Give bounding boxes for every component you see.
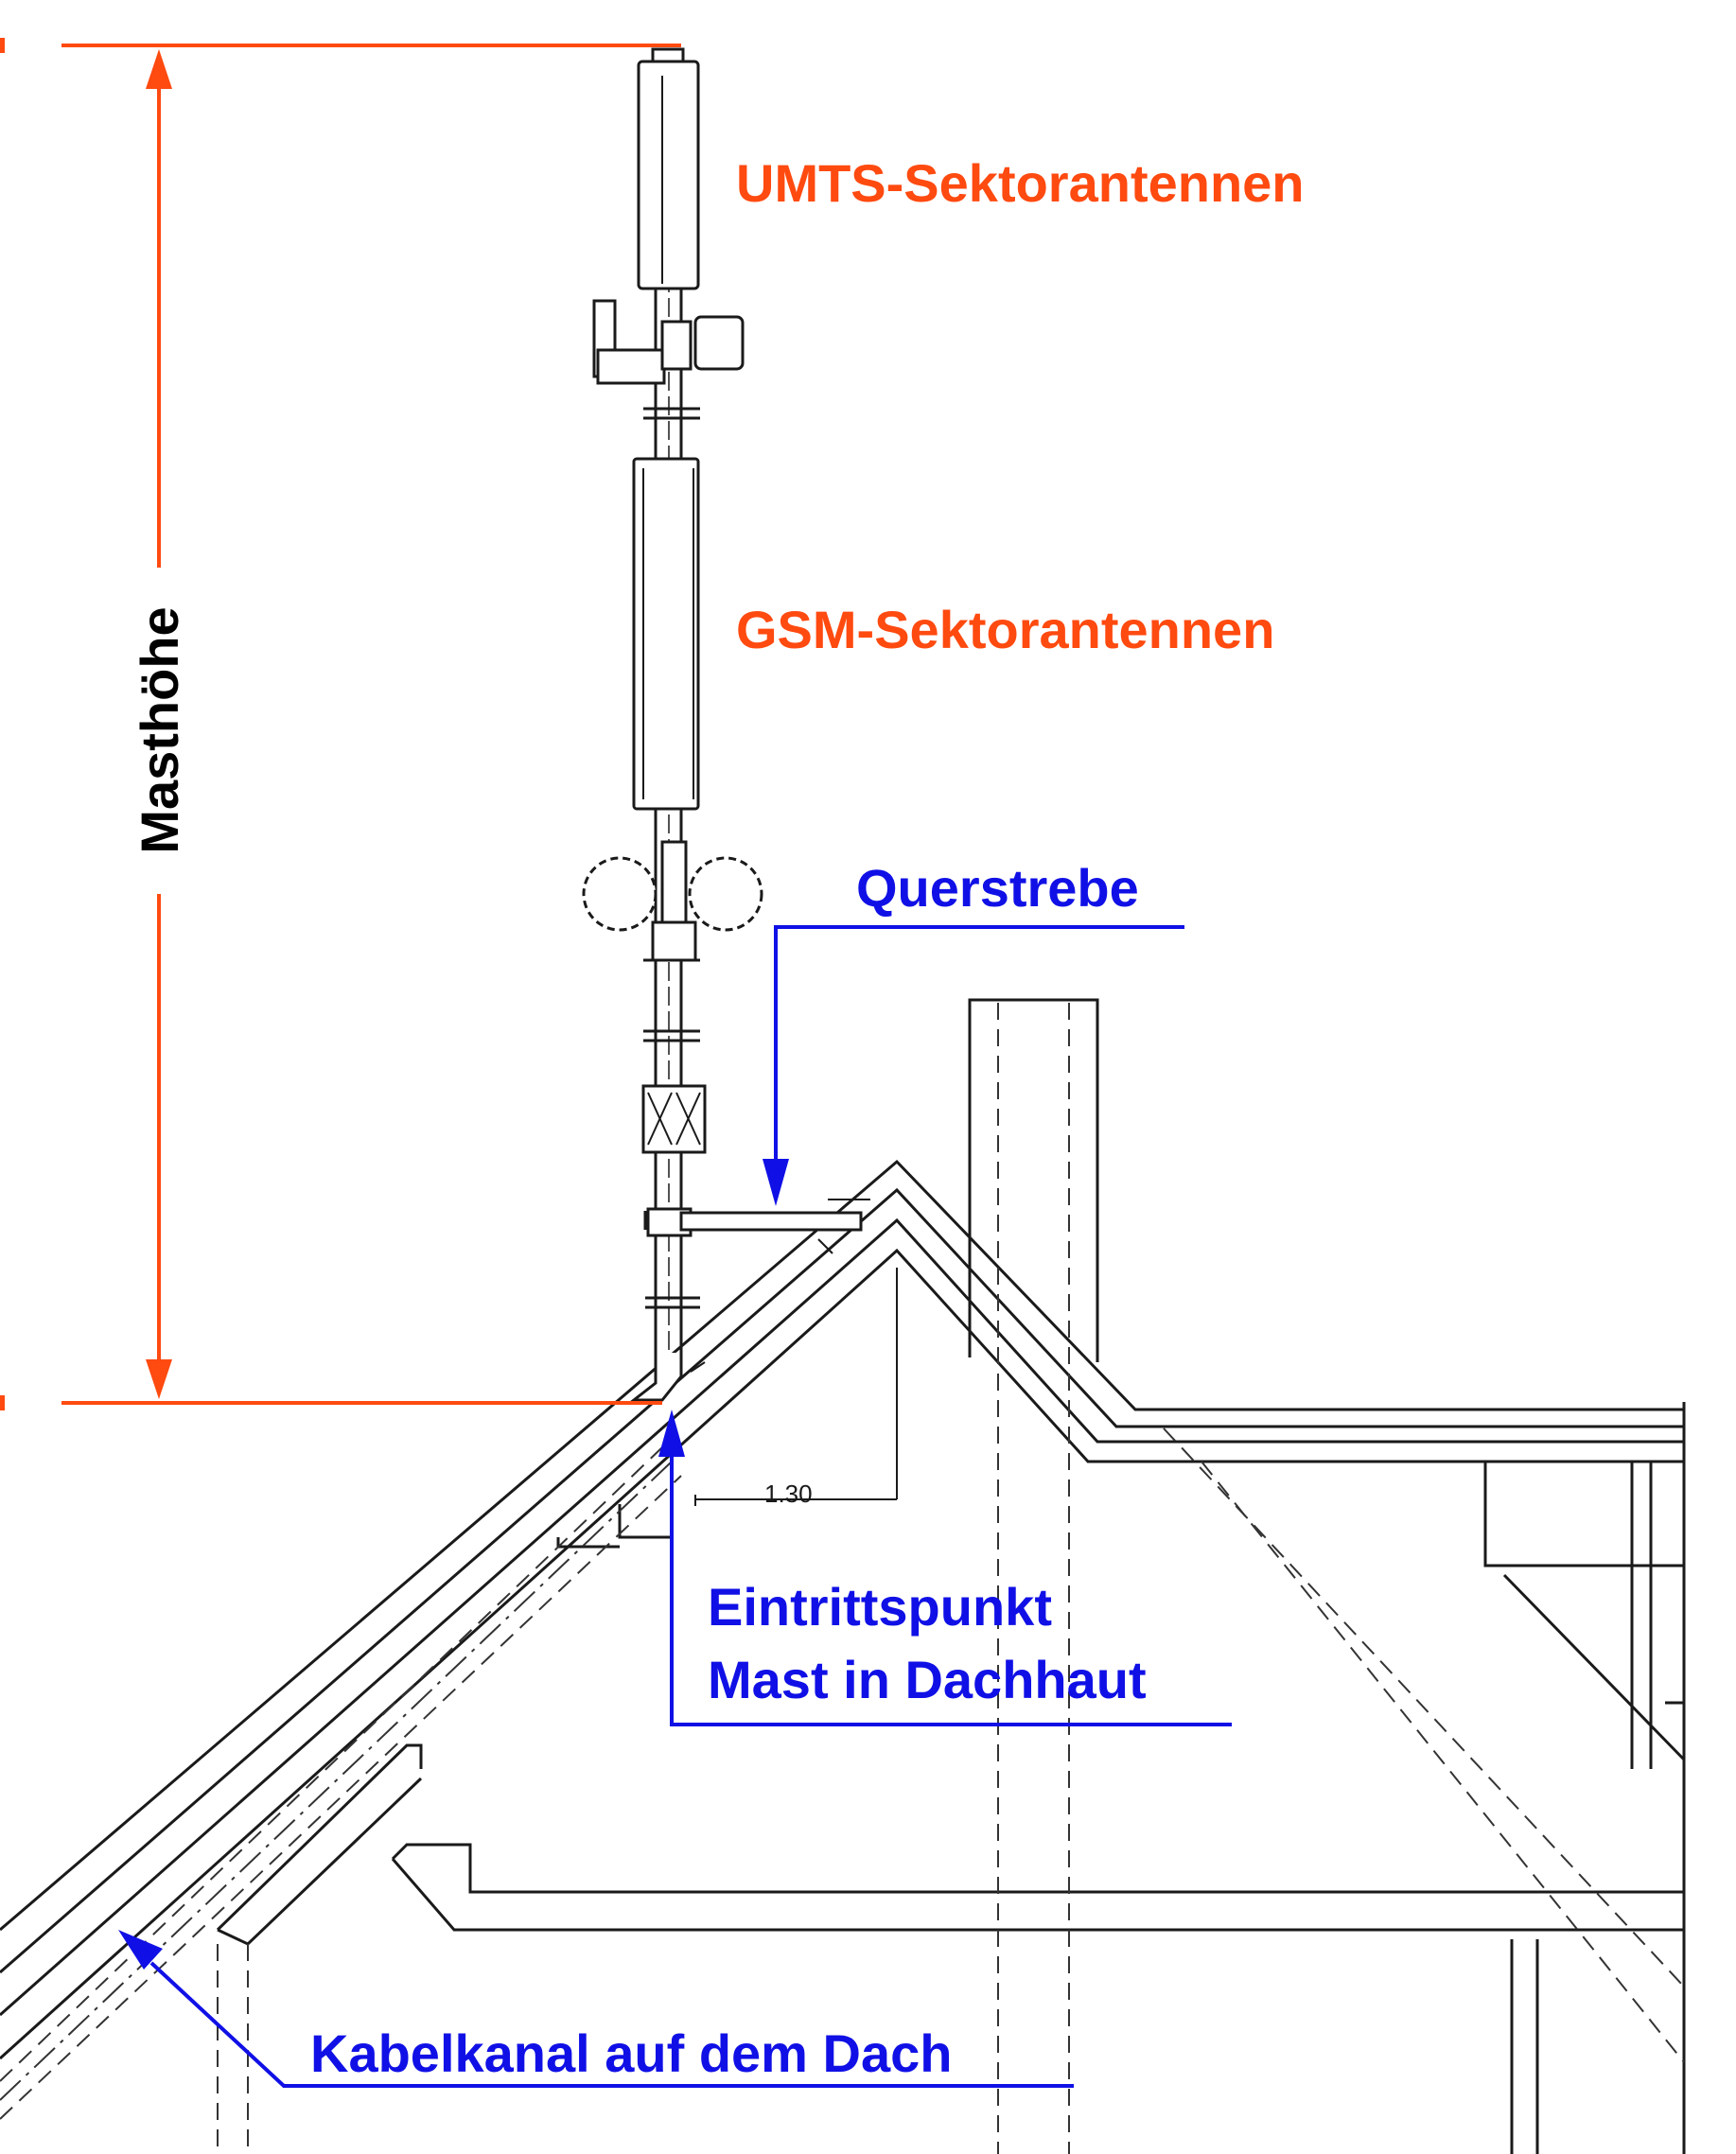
chimney — [968, 998, 1099, 1362]
masthoehe-label: Masthöhe — [130, 606, 189, 853]
kabelkanal-arrow — [118, 1930, 163, 1970]
lower-eave — [391, 1843, 1684, 1894]
house-drawing — [0, 998, 1686, 2154]
eintritt-label-line2: Mast in Dachhaut — [708, 1650, 1147, 1709]
umts-antenna — [637, 60, 700, 290]
roof-inner-line — [0, 1248, 1684, 2060]
eintritt-leader — [670, 1457, 1232, 1726]
dimension-value: 1.30 — [764, 1480, 813, 1508]
roof-outer-line — [0, 1159, 1684, 1932]
antenna-mast — [582, 47, 870, 1402]
kabelkanal-label: Kabelkanal auf dem Dach — [310, 2023, 952, 2083]
querstrebe-arrow — [763, 1159, 789, 1206]
callout-leaders — [118, 925, 1232, 2088]
querstrebe-label: Querstrebe — [856, 858, 1139, 918]
gsm-label: GSM-Sektorantennen — [736, 600, 1274, 659]
mast-height-dimension — [0, 38, 681, 1410]
window-frame — [1483, 1460, 1686, 1567]
roof-layer-2 — [0, 1187, 1684, 1974]
dim-arrow-top — [146, 49, 172, 89]
roof-gutter-detail — [618, 1504, 672, 1539]
dim-arrow-bottom — [146, 1359, 172, 1399]
dish-left — [582, 856, 658, 932]
centerline — [0, 1461, 673, 2101]
mast-box — [641, 1084, 707, 1154]
left-eave-box-2 — [217, 1777, 423, 1946]
dish-right — [688, 856, 763, 932]
hidden-lines — [0, 1003, 1685, 2154]
umts-label: UMTS-Sektorantennen — [736, 153, 1305, 213]
window-diagonal — [1502, 1573, 1686, 1761]
left-eave-box — [216, 1743, 423, 1932]
eintritt-label-line1: Eintrittspunkt — [708, 1577, 1052, 1637]
querstrebe-leader — [774, 925, 1184, 1164]
gsm-antenna — [632, 457, 700, 811]
mast-foot — [629, 1353, 683, 1402]
kabelkanal-leader — [149, 1961, 1074, 2088]
cross-strut — [679, 1211, 863, 1232]
eintritt-arrow — [658, 1410, 685, 1457]
lower-eave-2 — [391, 1858, 1684, 1932]
